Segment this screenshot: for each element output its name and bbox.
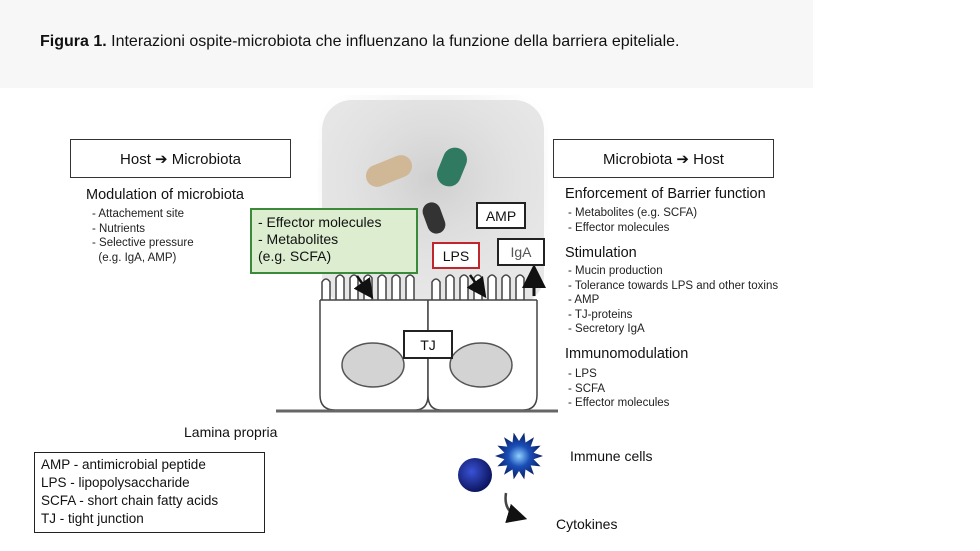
host-to-microbiota-box: Host ➔ Microbiota bbox=[70, 139, 291, 178]
cytokine-arrow bbox=[504, 492, 528, 524]
immune-cell-spiky bbox=[495, 432, 543, 480]
effector-line: - Effector molecules bbox=[258, 214, 382, 230]
effector-arrow bbox=[353, 275, 374, 300]
legend: AMP - antimicrobial peptide LPS - lipopo… bbox=[34, 452, 265, 533]
legend-item: LPS - lipopolysaccharide bbox=[41, 475, 190, 490]
list-item: - Attachement site bbox=[92, 208, 185, 220]
list-item: - Selective pressure bbox=[92, 237, 194, 249]
effector-molecules-box: - Effector molecules - Metabolites (e.g.… bbox=[250, 208, 418, 274]
list-item: - SCFA bbox=[568, 382, 606, 395]
immunomodulation-list: - LPS - SCFA - Effector molecules bbox=[568, 367, 669, 411]
immune-cell-round bbox=[458, 458, 492, 492]
effector-line: (e.g. SCFA) bbox=[258, 248, 332, 264]
figure-caption: Figura 1. Interazioni ospite-microbiota … bbox=[40, 32, 805, 52]
list-item: - LPS bbox=[568, 368, 597, 380]
legend-item: SCFA - short chain fatty acids bbox=[41, 493, 219, 508]
barrier-list: - Metabolites (e.g. SCFA) - Effector mol… bbox=[568, 206, 697, 235]
list-item: - Metabolites (e.g. SCFA) bbox=[568, 207, 698, 219]
caption-background bbox=[0, 0, 813, 88]
modulation-heading: Modulation of microbiota bbox=[86, 187, 244, 203]
barrier-heading: Enforcement of Barrier function bbox=[565, 186, 766, 202]
legend-item: TJ - tight junction bbox=[41, 511, 144, 526]
list-item: - TJ-proteins bbox=[568, 308, 633, 321]
immune-cells-label: Immune cells bbox=[570, 448, 653, 464]
legend-item: AMP - antimicrobial peptide bbox=[41, 457, 206, 472]
caption-text: Interazioni ospite-microbiota che influe… bbox=[106, 33, 680, 50]
list-item: - Effector molecules bbox=[568, 221, 670, 234]
nucleus-right bbox=[449, 342, 513, 388]
list-item: - Mucin production bbox=[568, 265, 663, 277]
lamina-propria-label: Lamina propria bbox=[184, 424, 278, 440]
bacterium-black bbox=[422, 202, 446, 234]
iga-tag: IgA bbox=[497, 238, 545, 266]
lps-arrow bbox=[466, 274, 487, 299]
modulation-list: - Attachement site - Nutrients - Selecti… bbox=[92, 207, 194, 265]
caption-label: Figura 1. bbox=[40, 33, 107, 50]
lps-tag: LPS bbox=[432, 242, 480, 269]
nucleus-left bbox=[341, 342, 405, 388]
list-item: - Nutrients bbox=[92, 222, 146, 235]
immunomodulation-heading: Immunomodulation bbox=[565, 346, 689, 362]
cytokines-label: Cytokines bbox=[556, 516, 618, 532]
list-item: (e.g. IgA, AMP) bbox=[92, 251, 177, 264]
list-item: - Tolerance towards LPS and other toxins bbox=[568, 279, 779, 292]
list-item: - AMP bbox=[568, 294, 600, 306]
bacterium-green bbox=[437, 147, 467, 187]
effector-line: - Metabolites bbox=[258, 231, 339, 247]
microbiota-to-host-box: Microbiota ➔ Host bbox=[553, 139, 774, 178]
list-item: - Effector molecules bbox=[568, 397, 670, 409]
stimulation-list: - Mucin production - Tolerance towards L… bbox=[568, 264, 778, 337]
list-item: - Secretory IgA bbox=[568, 323, 645, 335]
stimulation-heading: Stimulation bbox=[565, 245, 637, 261]
amp-tag: AMP bbox=[476, 202, 526, 229]
tj-tag: TJ bbox=[403, 330, 453, 359]
bacterium-tan bbox=[365, 155, 413, 187]
